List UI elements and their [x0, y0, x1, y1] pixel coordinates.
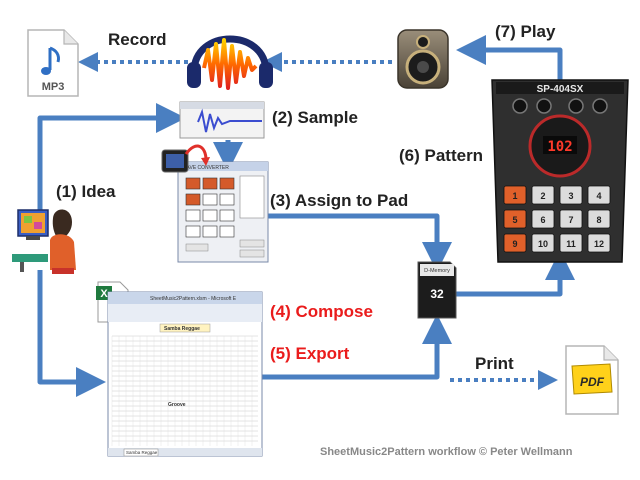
sampler-pad [531, 185, 555, 205]
sheet-grid [111, 335, 258, 446]
sampler-pad [531, 209, 555, 229]
sampler-pad-number: 8 [596, 215, 601, 225]
label-record: Record [108, 30, 167, 49]
sheet-tab: Samba Reggae [126, 450, 158, 455]
sampler-pad-number: 10 [538, 239, 548, 249]
sampler-pad-number: 1 [512, 191, 517, 201]
sampler-pad [587, 209, 611, 229]
label-sample: (2) Sample [272, 108, 358, 127]
svg-text:X: X [100, 288, 108, 300]
sheet-title: SheetMusic2Pattern.xlsm - Microsoft E [150, 296, 237, 302]
sampler-pad-number: 6 [540, 215, 545, 225]
sampler-pad [559, 209, 583, 229]
sampler-pad [531, 233, 555, 253]
credit-line: SheetMusic2Pattern workflow © Peter Well… [320, 446, 573, 458]
arrow-idea-to-compose [37, 270, 106, 397]
sd-capacity: 32 [430, 287, 444, 301]
dialog-pad-grid [185, 177, 235, 238]
sampler-pad [587, 233, 611, 253]
sampler-pad-number: 5 [512, 215, 517, 225]
label-assign-to-pad: (3) Assign to Pad [270, 191, 409, 210]
sd-card-icon: D-Memory 32 [417, 261, 457, 319]
wave-converter-dialog: WAVE CONVERTER [161, 144, 269, 263]
sampler-pad [559, 185, 583, 205]
arrow-sd-to-sampler [455, 250, 575, 297]
sampler-pad [587, 185, 611, 205]
solid-flow-arrows [37, 35, 575, 397]
sampler-pad [503, 233, 527, 253]
sampler-pad [503, 185, 527, 205]
pdf-file-icon: PDF [565, 345, 619, 415]
arrow-export-to-sd [262, 314, 452, 380]
sampler-display: 102 [547, 139, 572, 155]
pdf-label: PDF [580, 375, 605, 389]
spreadsheet-screenshot: SheetMusic2Pattern.xlsm - Microsoft E Sa… [107, 291, 263, 457]
sampler-pad-number: 7 [568, 215, 573, 225]
arrow-sampler-to-speaker [456, 35, 563, 82]
sampler-pad-number: 11 [566, 239, 576, 249]
speaker-icon [397, 29, 449, 89]
sheet-header: Samba Reggae [164, 326, 200, 332]
label-play: (7) Play [495, 22, 556, 41]
sampler-pad [559, 233, 583, 253]
mp3-label: MP3 [42, 81, 65, 93]
sampler-pad-number: 2 [540, 191, 545, 201]
sampler-pad [503, 209, 527, 229]
sheet-section: Groove [168, 402, 186, 408]
sampler-pad-number: 9 [512, 239, 517, 249]
sampler-pad-number: 3 [568, 191, 573, 201]
sampler-model: SP-404SX [537, 84, 584, 95]
audacity-headphones-icon [187, 35, 273, 90]
label-print: Print [475, 354, 514, 373]
dotted-arrows [78, 52, 558, 390]
label-compose: (4) Compose [270, 302, 373, 321]
sampler-pad-number: 12 [594, 239, 604, 249]
sd-brand: D-Memory [424, 268, 450, 274]
mp3-file-icon: MP3 [27, 29, 79, 97]
label-pattern: (6) Pattern [399, 146, 484, 165]
label-export: (5) Export [270, 344, 350, 363]
dialog-title: WAVE CONVERTER [182, 165, 229, 171]
sampler-pad-number: 4 [596, 191, 601, 201]
person-at-computer-icon [12, 209, 76, 274]
sample-screenshot [179, 101, 265, 139]
arrow-assign-to-sd [268, 213, 452, 272]
label-idea: (1) Idea [56, 182, 116, 201]
arrow-idea-to-sample [37, 103, 186, 212]
